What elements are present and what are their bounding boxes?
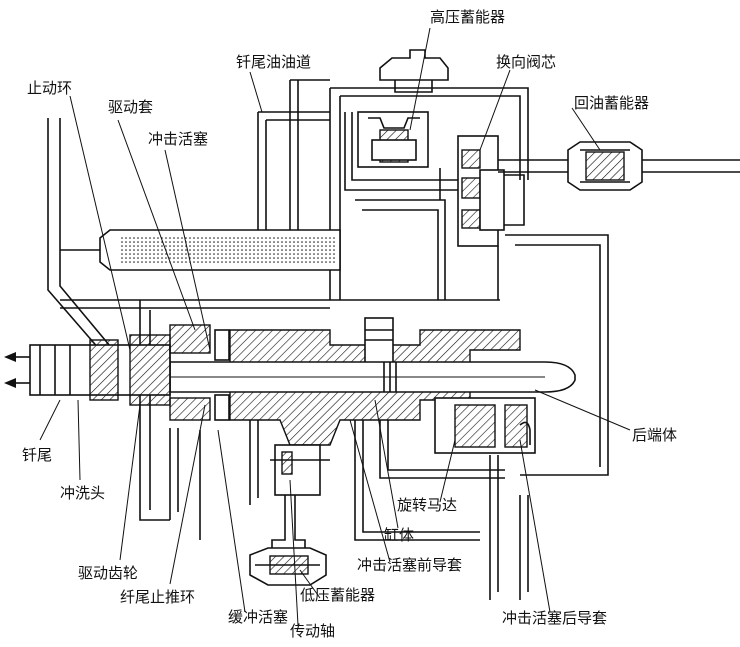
label-return-oil-accumulator: 回油蓄能器 xyxy=(574,94,649,112)
label-cylinder-body: 缸体 xyxy=(384,526,414,544)
stop-ring-shape xyxy=(47,118,111,351)
impact-piston-shape xyxy=(169,361,576,393)
label-low-pressure-accumulator: 低压蓄能器 xyxy=(300,586,375,604)
label-impact-piston-front-guide: 冲击活塞前导套 xyxy=(357,556,462,574)
label-reversing-valve-core: 换向阀芯 xyxy=(496,53,556,71)
label-buffer-piston: 缓冲活塞 xyxy=(228,608,288,626)
outer-casing xyxy=(60,234,609,600)
label-rotary-motor: 旋转马达 xyxy=(397,496,457,514)
buffer-and-low-pressure-accumulator-shape xyxy=(249,444,330,586)
leader-lines xyxy=(39,27,631,626)
high-pressure-accumulator-shape xyxy=(357,49,449,168)
rear-end-body-shape xyxy=(434,397,536,454)
label-high-pressure-accumulator: 高压蓄能器 xyxy=(430,8,505,26)
label-drive-sleeve: 驱动套 xyxy=(108,98,153,116)
label-flushing-head: 冲洗头 xyxy=(60,484,105,502)
label-shank-thrust-ring: 纤尾止推环 xyxy=(120,588,195,606)
lower-oil-passages xyxy=(169,420,505,600)
label-transmission-shaft: 传动轴 xyxy=(290,622,335,640)
label-stop-ring: 止动环 xyxy=(27,79,72,97)
label-impact-piston-rear-guide: 冲击活塞后导套 xyxy=(502,609,607,627)
return-oil-accumulator-shape xyxy=(498,141,740,191)
labels: 高压蓄能器 换向阀芯 回油蓄能器 钎尾油油道 止动环 驱动套 冲击活塞 钎尾 冲… xyxy=(22,8,677,640)
label-rear-end-body: 后端体 xyxy=(632,426,677,444)
label-shank-oil-passage: 钎尾油油道 xyxy=(236,53,311,71)
shank-shape xyxy=(4,334,171,406)
label-drive-gear: 驱动齿轮 xyxy=(78,564,138,582)
label-shank: 钎尾 xyxy=(22,446,52,464)
label-impact-piston: 冲击活塞 xyxy=(148,130,208,148)
reversing-valve-shape xyxy=(457,135,525,300)
drive-sleeve-shape xyxy=(169,324,230,421)
drill-drawing xyxy=(4,49,740,600)
shank-oil-passage-shape xyxy=(60,79,341,271)
